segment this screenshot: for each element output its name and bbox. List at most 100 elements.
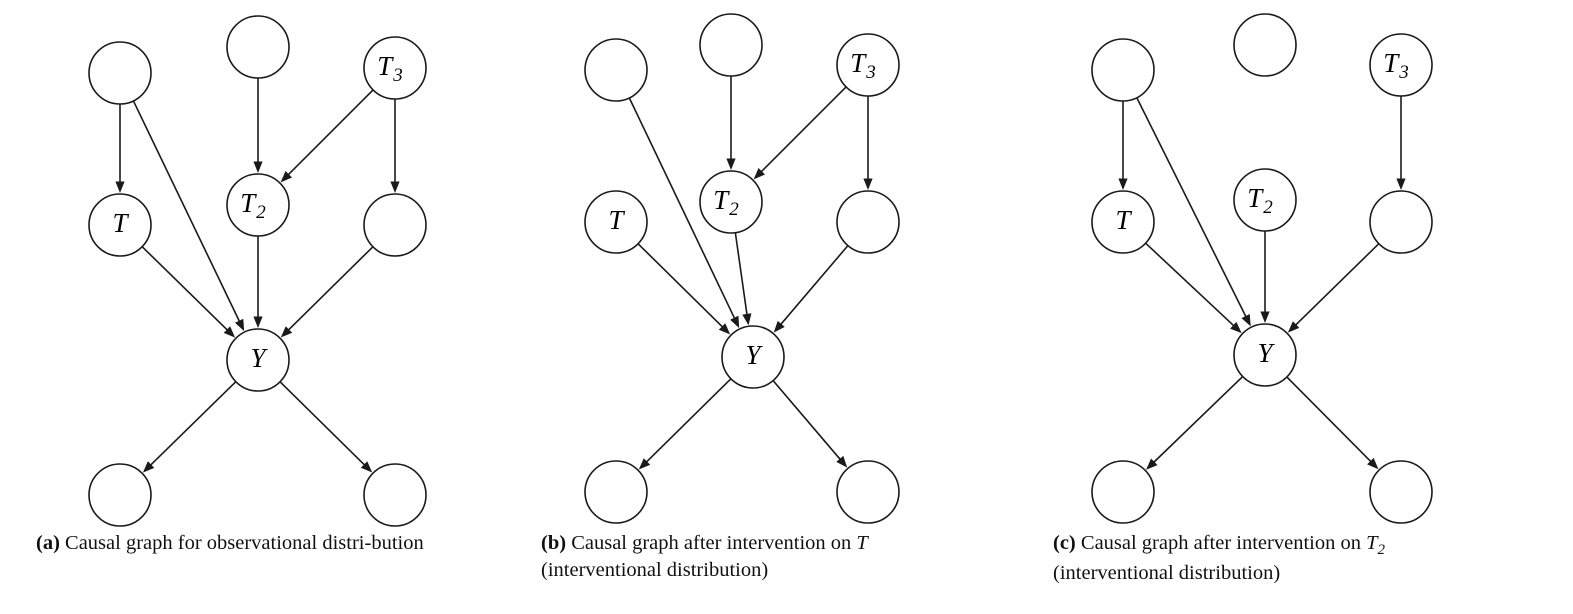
node-circle-T2 [699,170,763,234]
node-circle-T2 [1233,168,1297,232]
edge-Y-to-D1 [645,378,732,463]
arrowhead-U3-to-Y [1287,321,1300,333]
node-circle-U3 [1369,190,1433,254]
arrowhead-U1-to-Y [235,318,245,332]
node-label-Y: Y [250,343,268,373]
arrowhead-Y-to-D2 [836,455,848,468]
node-circle-U2 [699,13,763,77]
node-T[interactable]: T [1091,190,1155,254]
node-label-sub-T2: 2 [1263,197,1273,218]
edge-Y-to-D1 [1152,375,1244,464]
node-D2[interactable] [836,460,900,524]
node-circle-T3 [1369,33,1433,97]
caption-a-text-line2: bution [371,532,424,554]
arrowhead-T3-to-U3 [1396,178,1406,190]
arrowhead-T-to-Y [223,326,236,338]
arrowhead-U2-to-T2 [253,161,263,173]
node-U1[interactable] [1091,38,1155,102]
node-circle-U3 [363,193,427,257]
node-Y[interactable]: Y [1233,323,1297,387]
caption-b-text-line2: (interventional distribution) [541,559,769,582]
edge-T-to-Y [141,246,229,331]
node-T2[interactable]: T2 [226,173,290,237]
node-circle-U1 [584,38,648,102]
caption-b-math: T [856,532,868,554]
node-D1[interactable] [584,460,648,524]
node-U3[interactable] [1369,190,1433,254]
node-circle-T3 [363,36,427,100]
node-U2[interactable] [1233,13,1297,77]
caption-c-math: T [1366,532,1378,554]
node-circle-D2 [836,460,900,524]
node-D1[interactable] [1091,460,1155,524]
node-U1[interactable] [584,38,648,102]
node-T[interactable]: T [88,193,152,257]
arrowhead-U1-to-Y [730,315,740,329]
node-label-Y: Y [745,340,763,370]
node-circle-Y [226,328,290,392]
edge-T3-to-T2 [760,86,847,173]
edge-T2-to-Y [734,232,748,316]
arrowhead-U1-to-T [1118,178,1128,190]
edge-U3-to-Y [287,246,374,331]
node-U1[interactable] [88,41,152,105]
node-T[interactable]: T [584,190,648,254]
node-U3[interactable] [836,190,900,254]
arrowhead-Y-to-D1 [142,461,155,473]
arrowhead-Y-to-D1 [638,458,651,470]
caption-c-text: Causal graph after intervention on [1080,532,1367,554]
node-circle-U1 [88,41,152,105]
node-U3[interactable] [363,193,427,257]
node-T2[interactable]: T2 [1233,168,1297,232]
node-circle-D2 [1369,460,1433,524]
node-D2[interactable] [1369,460,1433,524]
node-circle-U1 [1091,38,1155,102]
node-label-sub-T2: 2 [729,199,739,220]
arrowhead-T3-to-U3 [863,178,873,190]
arrowhead-Y-to-D2 [1367,457,1379,470]
node-T3[interactable]: T3 [363,36,427,100]
node-D2[interactable] [363,463,427,527]
node-circle-T [88,193,152,257]
node-circle-Y [721,325,785,389]
node-label-sub-T3: 3 [392,65,403,86]
arrowhead-U2-to-T2 [726,158,736,170]
caption-c-prefix: (c) [1053,532,1076,554]
node-Y[interactable]: Y [226,328,290,392]
node-T2[interactable]: T2 [699,170,763,234]
arrowhead-T-to-Y [718,323,731,335]
edge-Y-to-D2 [279,381,366,466]
node-D1[interactable] [88,463,152,527]
node-circle-T [1091,190,1155,254]
node-circle-T [584,190,648,254]
node-circle-D1 [1091,460,1155,524]
arrowhead-T-to-Y [1230,321,1242,334]
node-label-sub-T3: 3 [865,62,876,83]
arrowhead-T2-to-Y [742,313,752,326]
edge-Y-to-D2 [1286,376,1372,463]
node-circle-T3 [836,33,900,97]
arrowhead-T2-to-Y [253,316,263,328]
node-T3[interactable]: T3 [836,33,900,97]
edge-T-to-Y [1145,242,1235,327]
edge-Y-to-D2 [772,380,842,461]
dag-svg-b: T3T T2Y [584,13,900,524]
node-circle-D1 [584,460,648,524]
node-U2[interactable] [699,13,763,77]
edge-T3-to-T2 [287,89,374,176]
caption-c: (c) Causal graph after intervention on T… [1043,528,1543,588]
node-Y[interactable]: Y [721,325,785,389]
node-label-T: T [608,205,625,235]
arrowhead-Y-to-D2 [360,461,373,473]
caption-a: (a) Causal graph for observational distr… [0,528,491,557]
edge-U1-to-Y [628,97,736,320]
node-T3[interactable]: T3 [1369,33,1433,97]
node-U2[interactable] [226,15,290,79]
edge-U1-to-Y [132,100,241,323]
caption-c-math-sub: 2 [1377,542,1386,559]
node-label-Y: Y [1257,338,1275,368]
